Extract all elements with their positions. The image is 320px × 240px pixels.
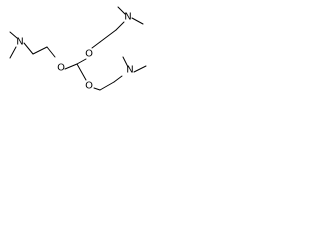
atom-n-top: N <box>124 12 131 23</box>
bond-top-n-methyl-right <box>131 17 144 25</box>
bond-top-o-ch2 <box>91 41 101 49</box>
bond-top-n-methyl-left <box>117 6 126 15</box>
bond-bottom-ch2-ch2b <box>113 75 123 83</box>
atom-o-bottom: O <box>85 81 93 92</box>
bond-left-ch2-o <box>46 46 56 58</box>
atom-n-left: N <box>16 37 23 48</box>
atom-n-bottom: N <box>126 65 133 76</box>
atom-o-left: O <box>57 63 65 74</box>
atom-o-top: O <box>85 49 93 60</box>
top-dimethylaminoethyl-arm <box>91 6 144 49</box>
central-orthoformate-carbon <box>76 58 87 81</box>
bond-ch-o-top <box>76 58 87 65</box>
bottom-dimethylaminoethyl-arm <box>93 56 147 91</box>
bond-ch-o-bottom <box>76 63 87 81</box>
bond-bottom-n-methyl-right <box>133 65 147 73</box>
bond-top-ch2-ch2 <box>99 29 117 43</box>
bond-left-n-methyl-down <box>9 46 17 59</box>
chemical-structure-diagram: N O O O N N <box>9 6 147 92</box>
bond-left-n-methyl-up <box>9 31 18 39</box>
bond-left-n-ch2 <box>23 42 34 55</box>
bond-bottom-n-methyl-left <box>122 56 129 68</box>
bond-left-ch2-ch2 <box>32 46 48 55</box>
bond-bottom-ch2-ch2 <box>99 81 115 91</box>
bond-top-ch2-n <box>115 21 125 31</box>
bond-left-o-ch <box>64 63 78 70</box>
left-dimethylaminoethyl-arm <box>9 31 78 70</box>
bond-bottom-o-ch2 <box>93 87 101 91</box>
